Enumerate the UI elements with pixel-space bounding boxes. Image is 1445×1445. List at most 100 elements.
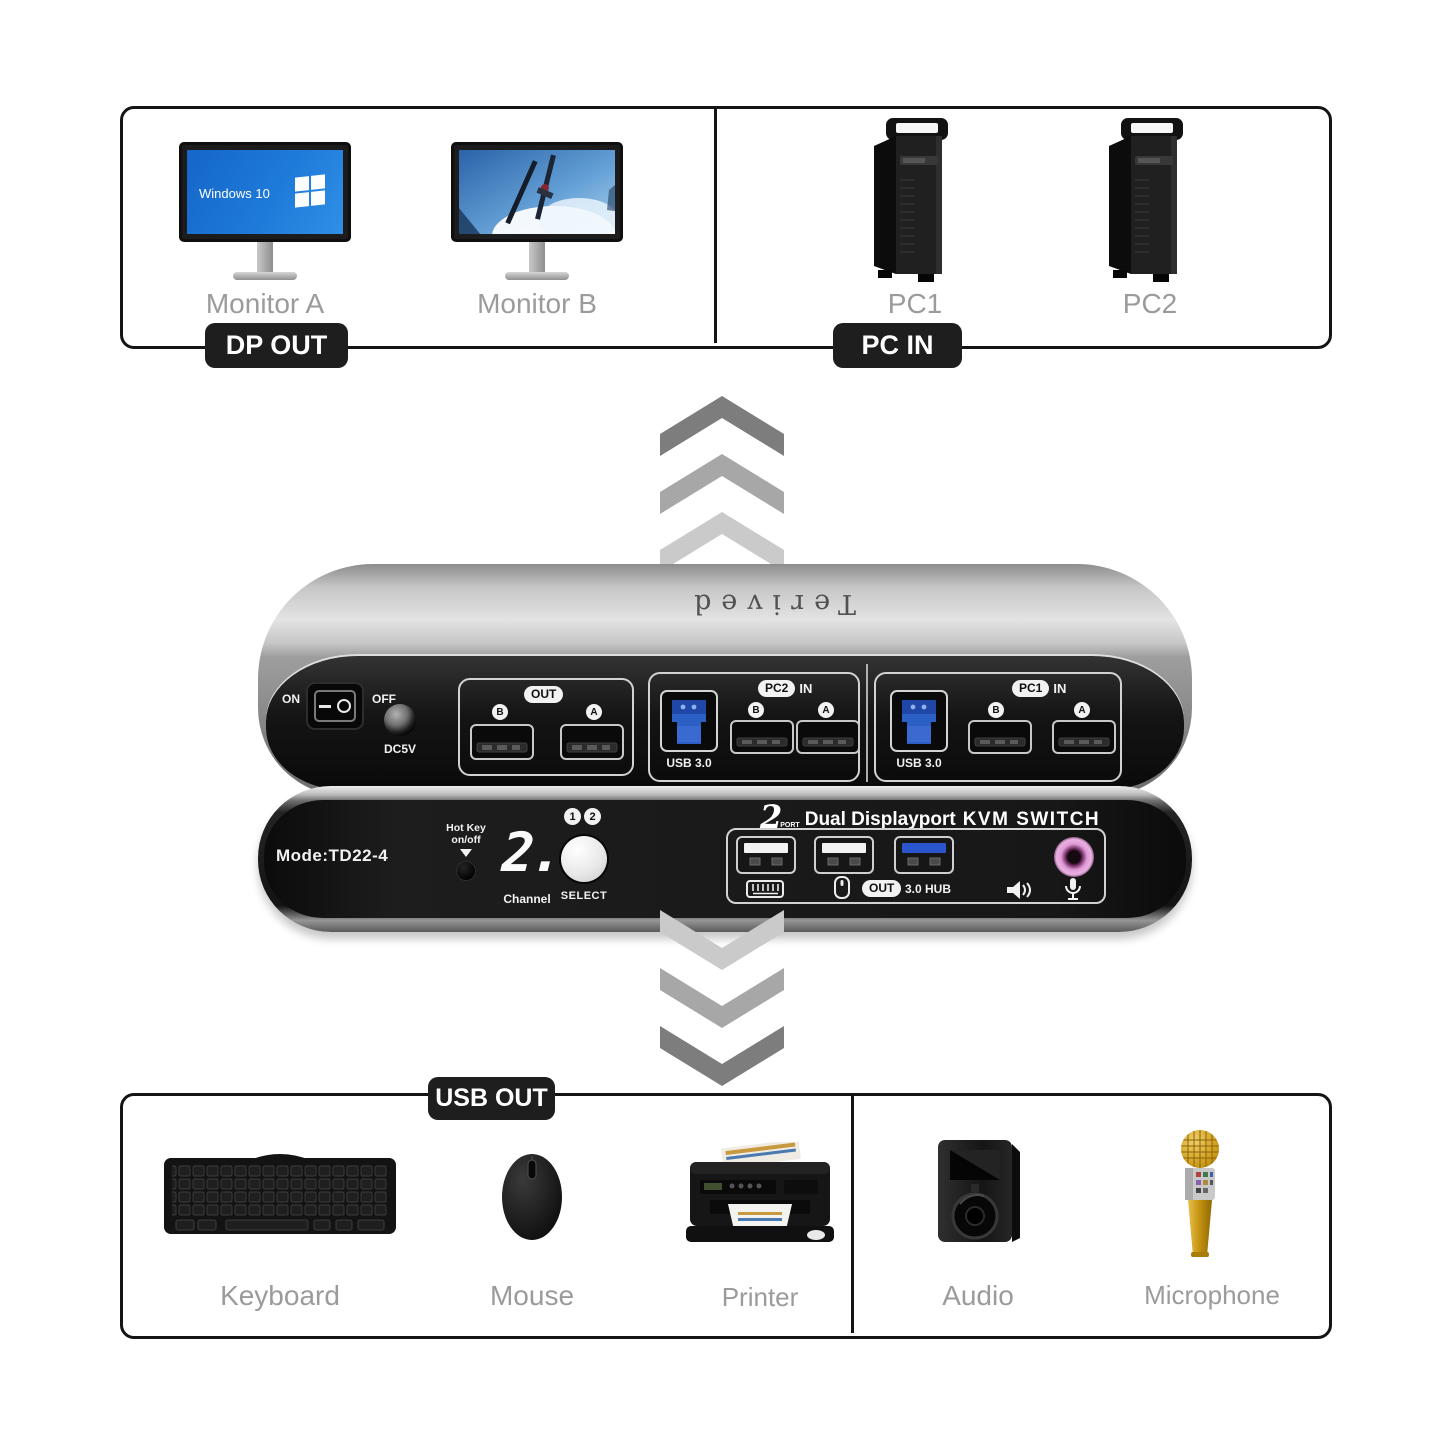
mouse-icon	[834, 876, 850, 904]
microphone-jack	[1054, 837, 1094, 877]
pc2-badge: PC2	[758, 680, 796, 697]
monitor-a-image: Windows 10	[179, 142, 351, 242]
up-arrow-icon	[660, 450, 784, 518]
port-a-letter: A	[818, 702, 834, 718]
monitor-b-screen	[459, 150, 615, 234]
monitor-b-image	[451, 142, 623, 242]
pc2-usb-b-port	[660, 690, 718, 757]
channel-label: Channel	[503, 892, 551, 906]
port-b-letter: B	[492, 704, 508, 720]
pc2-usb3-label: USB 3.0	[666, 756, 712, 770]
pc1-in-label: IN	[1053, 681, 1067, 696]
out-port-badge: OUT	[524, 686, 564, 703]
dc5v-label: DC5V	[383, 742, 416, 756]
pc1-displayport-a	[1052, 720, 1116, 759]
windows10-text: Windows 10	[199, 186, 270, 201]
bottom-zone-divider	[851, 1093, 854, 1333]
heading-kvm: KVM SWITCH	[962, 809, 1101, 830]
port-b-letter: B	[988, 702, 1004, 718]
mouse-image	[499, 1148, 565, 1247]
mode-label: Mode:TD22-4	[276, 846, 389, 865]
dp-out-badge: DP OUT	[205, 323, 348, 368]
hotkey-label-line1: Hot Key	[446, 822, 486, 834]
monitor-b-base	[505, 272, 569, 280]
channel-display: 2.	[500, 821, 561, 884]
keyboard-icon	[746, 880, 784, 903]
usb3-hub-port	[894, 836, 954, 879]
pc2-label: PC2	[1122, 288, 1178, 319]
brand-logo: Terived	[684, 588, 856, 619]
indicator-2: 2	[584, 808, 601, 825]
dc-power-jack	[384, 704, 416, 736]
select-label: SELECT	[560, 890, 608, 902]
displayport-out-a	[560, 724, 624, 765]
printer-label: Printer	[721, 1282, 799, 1312]
heading-port-number: 2	[760, 798, 783, 836]
monitor-b-stand	[529, 242, 545, 274]
indicator-1: 1	[564, 808, 581, 825]
pc2-in-badge-row: PC2 IN	[758, 680, 812, 697]
windows-logo-icon	[295, 174, 325, 208]
port-a-letter: A	[586, 704, 602, 720]
power-on-mark	[319, 704, 331, 708]
hotkey-control: Hot Key on/off	[434, 822, 498, 881]
displayport-out-b	[470, 724, 534, 765]
audio-speaker-image	[934, 1138, 1022, 1251]
dp-out-port-group: OUT B A	[458, 678, 634, 776]
usb-out-badge: USB OUT	[428, 1077, 555, 1120]
monitor-a-base	[233, 272, 297, 280]
port-a-letter: A	[1074, 702, 1090, 718]
down-arrow-icon	[660, 964, 784, 1032]
up-arrow-icon	[660, 392, 784, 460]
pc1-displayport-b	[968, 720, 1032, 759]
pc1-image	[856, 116, 974, 295]
kvm-switch-back-view: Terived ON OFF DC5V OUT B A	[258, 564, 1192, 796]
pc2-in-label: IN	[799, 681, 813, 696]
speaker-icon	[1006, 880, 1034, 905]
power-off-mark	[337, 699, 351, 713]
back-panel-divider	[866, 664, 868, 782]
channel-indicators: 1 2	[564, 808, 601, 825]
up-arrow-icon	[660, 508, 784, 576]
back-panel: ON OFF DC5V OUT B A PC2	[266, 656, 1184, 790]
microphone-label: Microphone	[1144, 1280, 1280, 1310]
port-b-letter: B	[748, 702, 764, 718]
heading-main: Dual Displayport	[804, 809, 956, 830]
hub-label: 3.0 HUB	[904, 882, 951, 896]
pc2-displayport-b	[730, 720, 794, 759]
kvm-switch-front-view: Mode:TD22-4 Hot Key on/off 2. Channel 1 …	[258, 786, 1192, 932]
pc1-label: PC1	[887, 288, 943, 319]
usb-keyboard-port	[736, 836, 796, 879]
monitor-b-label: Monitor B	[477, 288, 597, 319]
front-panel: Mode:TD22-4 Hot Key on/off 2. Channel 1 …	[264, 800, 1186, 918]
monitor-a-label: Monitor A	[205, 288, 325, 319]
power-on-label: ON	[282, 692, 300, 706]
microphone-image	[1178, 1128, 1222, 1265]
usb-out-pill: OUT	[862, 880, 902, 897]
pc2-port-group: PC2 IN USB 3.0 B A	[648, 672, 860, 782]
keyboard-label: Keyboard	[220, 1280, 340, 1311]
product-heading: 2 PORT Dual Displayport KVM SWITCH	[760, 798, 1101, 836]
hotkey-label-line2: on/off	[451, 834, 481, 846]
hotkey-button	[456, 861, 476, 881]
top-zone-divider	[714, 106, 717, 343]
printer-image	[684, 1139, 836, 1253]
mouse-label: Mouse	[489, 1280, 575, 1311]
down-arrow-icon	[660, 1022, 784, 1090]
power-switch	[306, 682, 364, 730]
select-button	[561, 836, 607, 882]
microphone-icon	[1064, 877, 1082, 908]
monitor-a-stand	[257, 242, 273, 274]
pc2-image	[1091, 116, 1209, 295]
pc-in-badge: PC IN	[833, 323, 962, 368]
monitor-a-screen: Windows 10	[187, 150, 343, 234]
audio-label: Audio	[942, 1280, 1014, 1311]
pc2-displayport-a	[796, 720, 860, 759]
down-arrow-icon	[660, 906, 784, 974]
pc1-badge: PC1	[1012, 680, 1050, 697]
heading-port-word: PORT	[780, 822, 800, 829]
pc1-usb-b-port	[890, 690, 948, 757]
keyboard-image	[164, 1152, 396, 1243]
pc1-usb3-label: USB 3.0	[896, 756, 942, 770]
power-off-label: OFF	[372, 692, 396, 706]
